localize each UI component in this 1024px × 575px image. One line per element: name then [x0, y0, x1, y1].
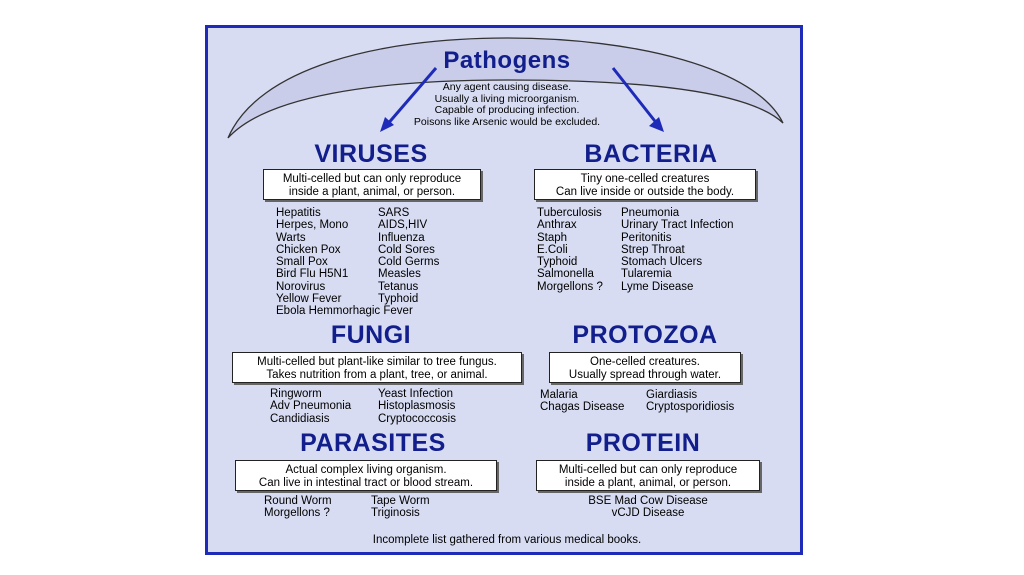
viruses-title: VIRUSES [314, 140, 428, 168]
list-item: Herpes, Mono [276, 219, 349, 232]
list-item: Chagas Disease [540, 401, 625, 414]
list-item: Cold Germs [378, 256, 440, 269]
list-item: E.Coli [537, 243, 568, 256]
list-item: AIDS,HIV [378, 219, 428, 232]
list-item: Cold Sores [378, 243, 435, 256]
list-item: Chicken Pox [276, 243, 341, 256]
list-item: Measles [378, 268, 421, 281]
list-item: Anthrax [537, 219, 577, 232]
parasites-list-col2: Tape Worm Triginosis [371, 495, 430, 520]
list-item: Histoplasmosis [378, 400, 456, 413]
protein-description-box: Multi-celled but can only reproduce insi… [536, 460, 760, 491]
viruses-list-col2: SARS AIDS,HIV Influenza Cold Sores Cold … [378, 207, 439, 305]
bacteria-description-box: Tiny one-celled creatures Can live insid… [534, 169, 756, 200]
protein-list: BSE Mad Cow Disease vCJD Disease [548, 495, 748, 520]
arrow-head-bacteria [649, 117, 664, 132]
list-item: Small Pox [276, 256, 328, 269]
list-item: Candidiasis [270, 412, 330, 425]
list-item: Tuberculosis [537, 207, 602, 219]
fungi-list-col1: Ringworm Adv Pneumonia Candidiasis [270, 388, 351, 425]
list-item: Round Worm [264, 495, 332, 507]
list-item: Tape Worm [371, 495, 430, 507]
parasites-list-col1: Round Worm Morgellons ? [264, 495, 332, 520]
list-item: Pneumonia [621, 207, 680, 219]
protein-title: PROTEIN [585, 429, 701, 457]
list-item: Tetanus [378, 280, 419, 293]
list-item: Influenza [378, 231, 425, 244]
list-item: Cryptosporidiosis [646, 401, 735, 414]
fungi-title: FUNGI [330, 321, 412, 349]
fungi-description-box: Multi-celled but plant-like similar to t… [232, 352, 522, 383]
list-item: Triginosis [371, 507, 420, 520]
arch-shape [227, 37, 784, 139]
list-item: Strep Throat [621, 243, 685, 256]
list-item: Morgellons ? [264, 507, 330, 520]
list-item: Typhoid [537, 256, 578, 269]
viruses-list-col1: Hepatitis Herpes, Mono Warts Chicken Pox… [276, 207, 413, 318]
list-item: BSE Mad Cow Disease [588, 495, 708, 507]
pathogens-title: Pathogens [443, 47, 571, 74]
list-item: Cryptococcosis [378, 412, 456, 425]
list-item: Adv Pneumonia [270, 400, 352, 413]
list-item: Warts [276, 231, 306, 244]
pathogens-poster: Pathogens Any agent causing disease. Usu… [205, 25, 803, 555]
fungi-list-col2: Yeast Infection Histoplasmosis Cryptococ… [378, 388, 456, 425]
arrow-to-bacteria [611, 67, 660, 126]
arrow-head-viruses [380, 117, 394, 132]
bacteria-title: BACTERIA [584, 140, 718, 168]
list-item: Staph [537, 231, 568, 244]
list-item: Yellow Fever [276, 293, 342, 306]
list-item: Peritonitis [621, 231, 672, 244]
parasites-description-box: Actual complex living organism. Can live… [235, 460, 497, 491]
protozoa-list-col1: Malaria Chagas Disease [540, 389, 624, 414]
list-item: Bird Flu H5N1 [276, 268, 349, 281]
bacteria-list-col2: Pneumonia Urinary Tract Infection Perito… [621, 207, 733, 293]
list-item: Morgellons ? [537, 280, 603, 293]
list-item: Typhoid [378, 293, 419, 306]
bacteria-list-col1: Tuberculosis Anthrax Staph E.Coli Typhoi… [537, 207, 603, 293]
list-item: Tularemia [621, 268, 672, 281]
list-item: Salmonella [537, 268, 594, 281]
list-item: Giardiasis [646, 389, 698, 401]
list-item: Norovirus [276, 280, 326, 293]
list-item: Yeast Infection [378, 388, 454, 400]
list-item: Ringworm [270, 388, 322, 400]
footer-note: Incomplete list gathered from various me… [372, 534, 642, 546]
protozoa-title: PROTOZOA [572, 321, 718, 349]
pathogens-description: Any agent causing disease. Usually a liv… [413, 81, 601, 128]
list-item: Stomach Ulcers [621, 256, 703, 269]
list-item: Hepatitis [276, 207, 321, 219]
protozoa-description-box: One-celled creatures. Usually spread thr… [549, 352, 741, 383]
list-item: Lyme Disease [621, 280, 694, 293]
list-item: Ebola Hemmorhagic Fever [276, 305, 413, 318]
list-item: Malaria [540, 389, 578, 401]
list-item: Urinary Tract Infection [621, 219, 734, 232]
list-item: SARS [378, 207, 410, 219]
viruses-description-box: Multi-celled but can only reproduce insi… [263, 169, 481, 200]
header-arch [227, 37, 784, 139]
parasites-title: PARASITES [300, 429, 446, 457]
protozoa-list-col2: Giardiasis Cryptosporidiosis [646, 389, 734, 414]
list-item: vCJD Disease [611, 507, 685, 520]
arrow-to-viruses [384, 67, 438, 127]
